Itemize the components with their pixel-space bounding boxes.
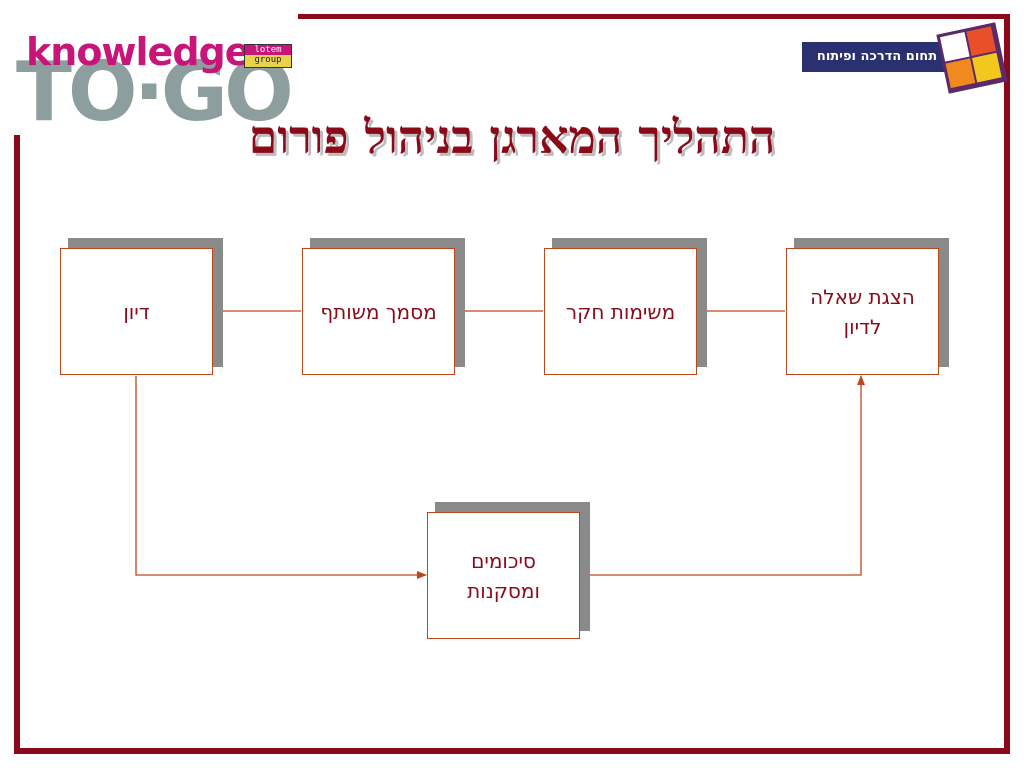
training-division-label: תחום הדרכה ופיתוח bbox=[802, 42, 952, 72]
frame-right-border bbox=[1004, 14, 1010, 754]
lotem-group-badge: lotem group bbox=[244, 44, 292, 68]
node-label: דיון bbox=[123, 299, 150, 324]
lotem-badge-bottom: group bbox=[254, 55, 282, 65]
frame-bottom-border bbox=[14, 748, 1010, 754]
node-label: משימות חקר bbox=[565, 299, 676, 324]
arrow-summaries-to-present bbox=[581, 375, 865, 576]
logo-knowledge-text: knowledge bbox=[26, 30, 251, 74]
node-research-tasks: משימות חקר bbox=[544, 248, 697, 375]
frame-left-border bbox=[14, 135, 20, 754]
arrow-discussion-to-summaries bbox=[135, 376, 427, 579]
node-shared-document: מסמך משותף bbox=[302, 248, 455, 375]
frame-top-border bbox=[298, 14, 1010, 19]
knowledge-togo-logo: TO·GO knowledge lotem group bbox=[8, 14, 298, 134]
training-division-logo: תחום הדרכה ופיתוח bbox=[802, 22, 1008, 94]
slide-title: התהליך המארגן בניהול פורום bbox=[248, 110, 776, 164]
node-label: מסמך משותף bbox=[320, 299, 437, 324]
lotem-badge-top: lotem bbox=[245, 45, 291, 55]
node-discussion: דיון bbox=[60, 248, 213, 375]
